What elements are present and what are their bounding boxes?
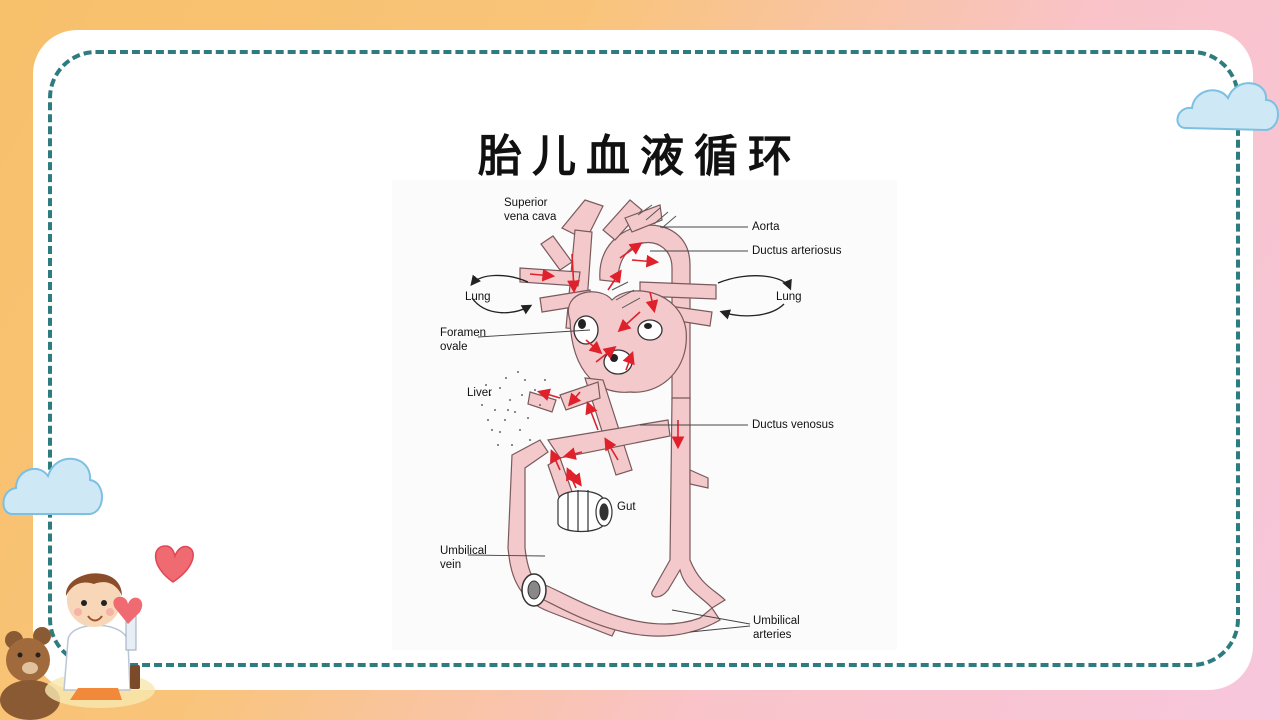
label-foramen-ovale: Foramen — [440, 327, 487, 339]
umbilical-arteries — [539, 584, 721, 637]
right-ventricle — [603, 349, 633, 375]
umbilical-arteries-leader — [671, 609, 751, 625]
label-superior-vena-cava: Superior — [504, 197, 548, 209]
teddy-bear-illustration — [0, 627, 60, 720]
label-umbilical-vein: Umbilical — [440, 545, 487, 557]
scan-background — [392, 180, 897, 650]
liver-stipple — [481, 371, 546, 446]
left-atrium — [637, 319, 663, 341]
umbilical-arteries-leader — [689, 625, 751, 633]
heart-icon — [154, 545, 194, 583]
aorta-hatching — [611, 204, 677, 309]
label-lung-left: Lung — [465, 291, 491, 303]
umbilical-cord-lumen — [527, 580, 541, 600]
descending-aorta — [651, 397, 726, 609]
label-superior-vena-cava-line2: vena cava — [504, 211, 557, 223]
slide-title: 胎儿血液循环 — [478, 131, 802, 182]
cloud-icon — [1176, 82, 1279, 132]
lung-right-arrow-out — [717, 275, 792, 291]
dashed-border — [48, 50, 1240, 667]
label-umbilical-vein-line2: vein — [440, 559, 462, 571]
label-ductus-arteriosus: Ductus arteriosus — [752, 245, 842, 257]
umbilical-vein-leader — [467, 554, 546, 557]
foramen-ovale-leader — [477, 329, 591, 338]
label-gut: Gut — [617, 501, 636, 513]
boy-doctor-illustration — [45, 573, 155, 708]
label-ductus-venosus: Ductus venosus — [752, 419, 834, 431]
label-lung-right: Lung — [776, 291, 802, 303]
arch-vessel — [602, 199, 643, 241]
label-liver: Liver — [467, 387, 492, 399]
blood-flow-arrows — [529, 242, 685, 489]
label-umbilical-arteries-line2: arteries — [753, 629, 792, 641]
cloud-icon — [2, 457, 103, 515]
lung-left-arrow-out — [470, 274, 529, 287]
label-aorta: Aorta — [752, 221, 780, 233]
lung-right-arrow-in — [719, 303, 785, 320]
gut — [557, 490, 613, 533]
aorta-branch — [689, 469, 709, 489]
lung-left-arrow-in — [471, 297, 533, 315]
label-umbilical-arteries: Umbilical — [753, 615, 800, 627]
arch-vessel — [624, 204, 663, 233]
label-foramen-ovale-line2: ovale — [440, 341, 468, 353]
